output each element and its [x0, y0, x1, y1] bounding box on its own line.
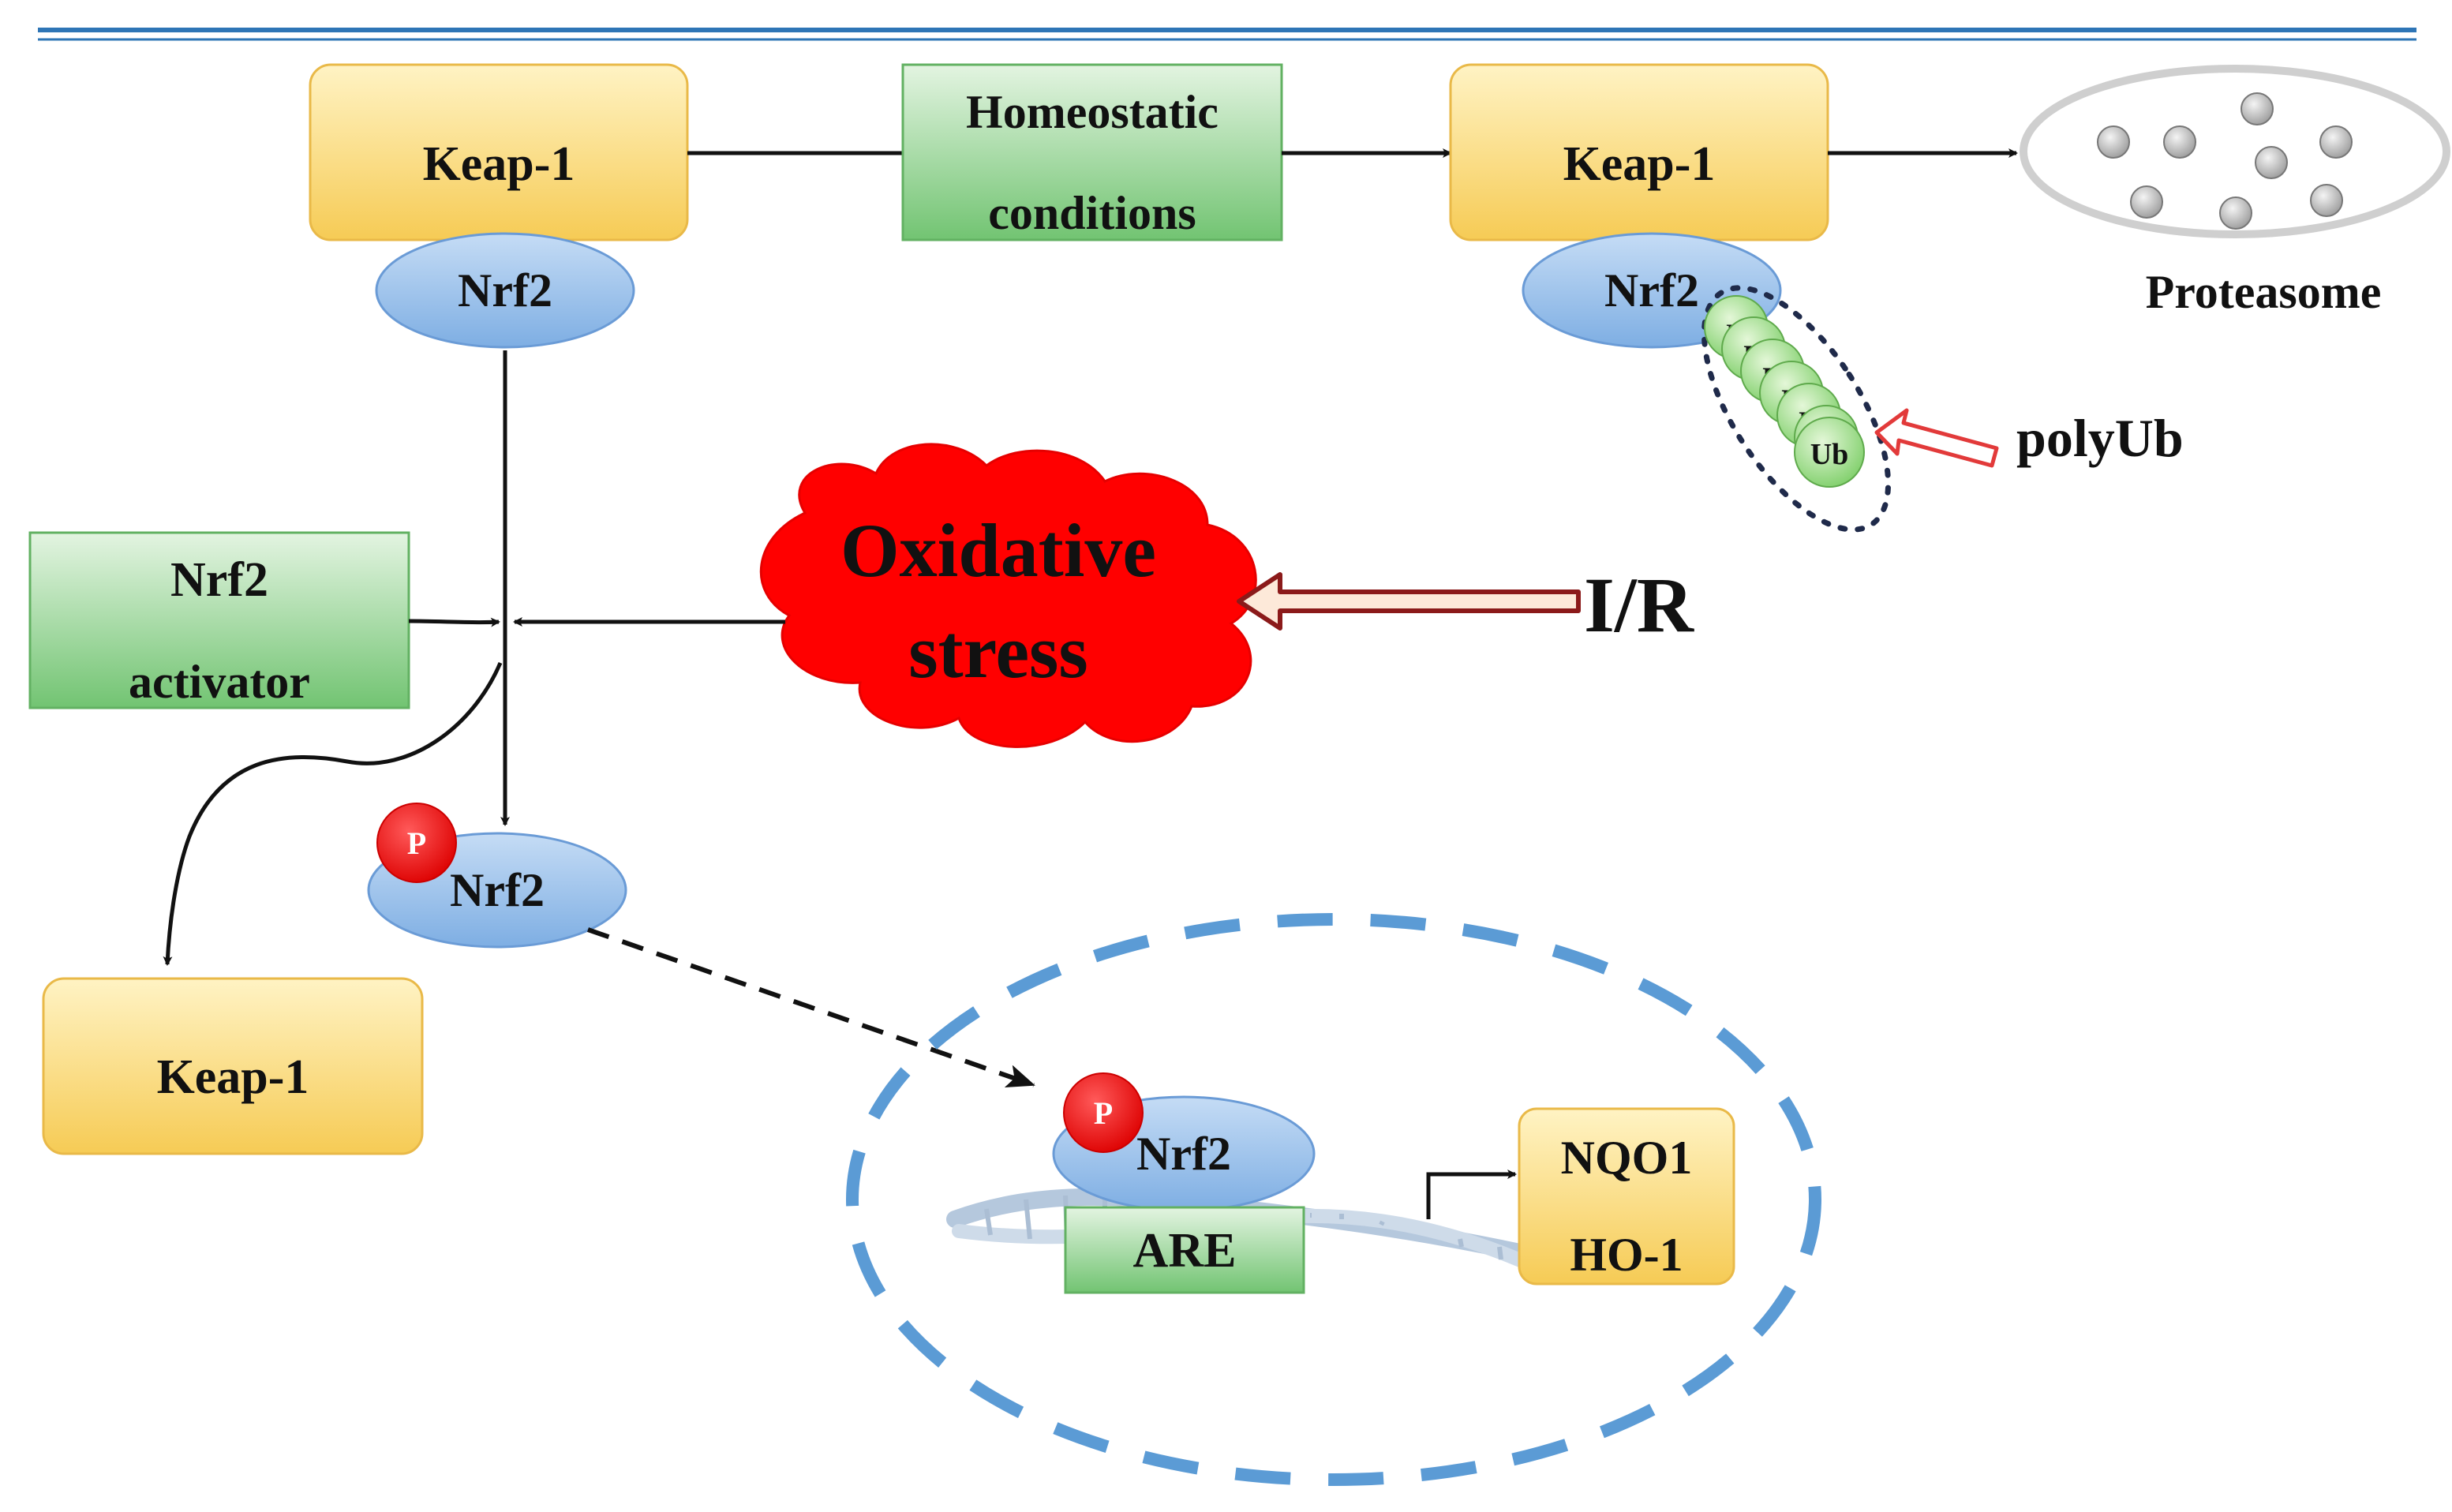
ub-label: Ub [1810, 438, 1849, 471]
polyub-pointer: polyUb [1874, 408, 2184, 468]
polyub-hollow-arrow [1874, 408, 1999, 468]
keap1-released: Keap-1 [42, 977, 424, 1155]
phospho-label-nucleus: P [1094, 1095, 1113, 1131]
homeostatic-conditions-box: Homeostatic conditions [687, 63, 1452, 241]
activator-arrow [408, 617, 500, 627]
nrf2-label-nucleus: Nrf2 [1136, 1128, 1231, 1180]
homeostatic-label-line2: conditions [988, 187, 1196, 239]
polyub-dotted-outline [1701, 285, 1892, 533]
keap1-nrf2-complex-left: Keap-1 Nrf2 [309, 63, 689, 349]
ir-label: I/R [1584, 561, 1695, 649]
phospho-circle-cytosol [376, 803, 457, 883]
nrf2-activator-box: Nrf2 activator [28, 531, 500, 709]
proteasome-label: Proteasome [2146, 266, 2382, 318]
phospho-circle-nucleus [1063, 1072, 1144, 1153]
are-box [1064, 1206, 1305, 1294]
transcription-arrow [1426, 1170, 1517, 1219]
nrf2-label-top-right: Nrf2 [1604, 264, 1699, 316]
stress-label-line2: stress [908, 609, 1088, 694]
nrf2-label-phospho: Nrf2 [450, 864, 545, 916]
keap1-label-top-right: Keap-1 [1563, 137, 1716, 191]
proteasome: Proteasome [2020, 65, 2450, 318]
nqo1-label: NQO1 [1561, 1132, 1693, 1184]
keap1-label-top-left: Keap-1 [423, 137, 575, 191]
header-rule [38, 28, 2416, 41]
activator-label-line1: Nrf2 [170, 553, 268, 607]
stress-label-line1: Oxidative [840, 508, 1156, 593]
proteasome-ellipse [2020, 65, 2450, 238]
nqo1-ho1-box [1518, 1107, 1735, 1286]
ub-circle-front [1794, 417, 1865, 488]
keap1-box-released [42, 977, 424, 1155]
target-genes-box: NQO1 HO-1 [1518, 1107, 1735, 1286]
translocation-dashed-arrow [587, 927, 1035, 1087]
keap1-label-released: Keap-1 [157, 1050, 309, 1104]
oxidative-stress-cloud: Oxidative stress [513, 443, 1257, 748]
phospho-nrf2-cytosol: Nrf2 P [367, 803, 627, 949]
nrf2-are-complex: Nrf2 P ARE [1052, 1072, 1316, 1294]
polyub-label: polyUb [2016, 408, 2184, 468]
ir-hollow-arrow [1237, 572, 1581, 631]
stress-cloud-shape [759, 443, 1257, 748]
nucleus-dashed-outline [846, 913, 1821, 1486]
nrf2-label-top-left: Nrf2 [458, 264, 552, 316]
nrf2-ellipse-top-left [375, 232, 635, 349]
activator-label-line2: activator [129, 656, 310, 708]
ho1-label: HO-1 [1570, 1229, 1683, 1281]
keap1-nrf2-complex-right: Keap-1 Nrf2 [1449, 63, 1829, 349]
polyubiquitin-chain: U U U U U U Ub [1701, 285, 1892, 533]
keap1-release-arrow [163, 662, 503, 966]
homeostatic-label-line1: Homeostatic [966, 86, 1219, 138]
phospho-label-cytosol: P [407, 825, 426, 861]
ir-input: I/R [1237, 561, 1695, 649]
are-label: ARE [1133, 1224, 1237, 1278]
